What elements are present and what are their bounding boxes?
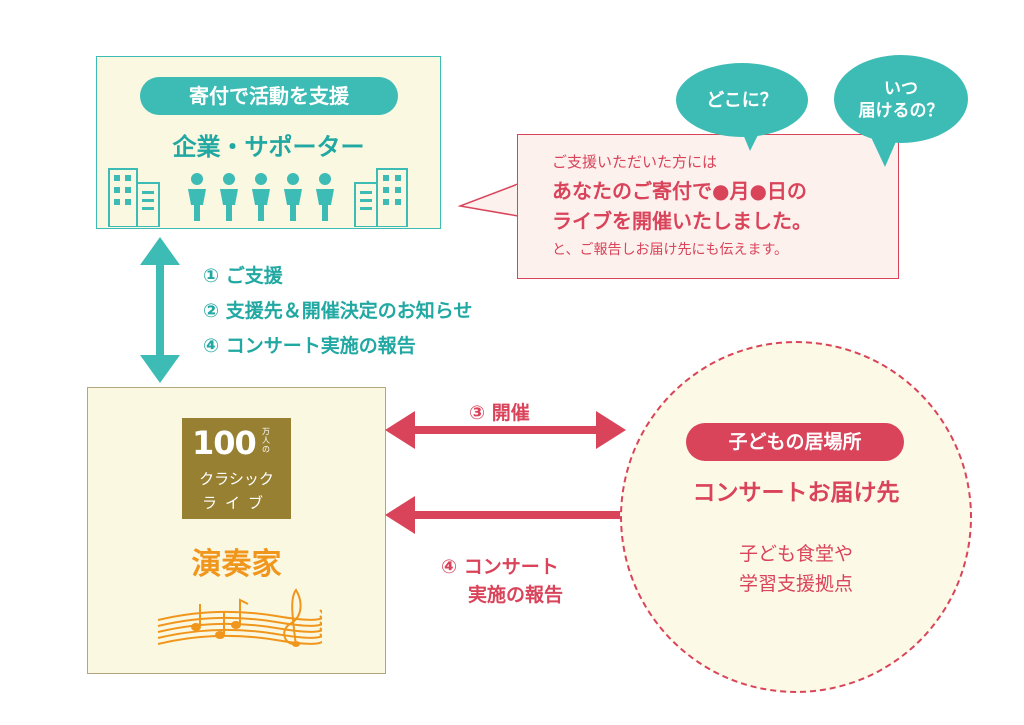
sponsor-title: 企業・サポーター [172, 133, 365, 161]
logo-100-classic-live: 100 万人の クラシック ライブ [182, 418, 291, 519]
venue-desc-line-2: 学習支援拠点 [738, 573, 853, 595]
message-line-2: あなたのご寄付で●月●日の [552, 179, 807, 203]
venue-pill: 子どもの居場所 [686, 423, 904, 461]
logo-small-text: 万人の [262, 427, 270, 454]
step-report-red-line-2: 実施の報告 [468, 584, 564, 606]
bubble-when: いつ 届けるの？ [842, 78, 960, 122]
step-report-red-line-1: ④ コンサート [441, 556, 559, 578]
message-tail [458, 182, 520, 217]
logo-line-2: クラシック [199, 470, 274, 488]
arrow-report-back [385, 496, 625, 534]
message-line-3: ライブを開催いたしました。 [552, 209, 812, 233]
logo-line-3: ライブ [201, 494, 271, 512]
bubble-where: どこに？ [706, 90, 778, 111]
venue-circle: 子どもの居場所 コンサートお届け先 子ども食堂や 学習支援拠点 [620, 341, 972, 693]
vertical-double-arrow [140, 237, 180, 383]
performer-box: 100 万人の クラシック ライブ 演奏家 [87, 387, 386, 674]
step-hold: ③ 開催 [469, 402, 530, 424]
bubble-when-line-2: 届けるの？ [858, 101, 944, 121]
buildings-people-illustration [108, 168, 408, 227]
message-box: ご支援いただいた方には あなたのご寄付で●月●日の ライブを開催いたしました。 … [517, 134, 899, 279]
question-bubbles [676, 55, 968, 167]
logo-number: 100 [192, 424, 257, 462]
venue-desc-line-1: 子ども食堂や [738, 543, 853, 565]
bubble-when-line-1: いつ [884, 79, 918, 99]
sponsor-pill: 寄付で活動を支援 [140, 77, 398, 115]
step-support: ① ご支援 [203, 265, 283, 287]
message-line-4: と、ご報告しお届け先にも伝えます。 [552, 242, 789, 258]
step-report-teal: ④ コンサート実施の報告 [203, 335, 416, 357]
sponsor-box: 寄付で活動を支援 企業・サポーター [96, 56, 441, 229]
venue-title: コンサートお届け先 [692, 480, 900, 506]
step-notice: ② 支援先＆開催決定のお知らせ [203, 300, 473, 322]
music-notes-icon [157, 588, 322, 647]
double-arrow-hold [385, 411, 626, 449]
performer-title: 演奏家 [191, 547, 282, 582]
message-line-1: ご支援いただいた方には [552, 153, 718, 171]
